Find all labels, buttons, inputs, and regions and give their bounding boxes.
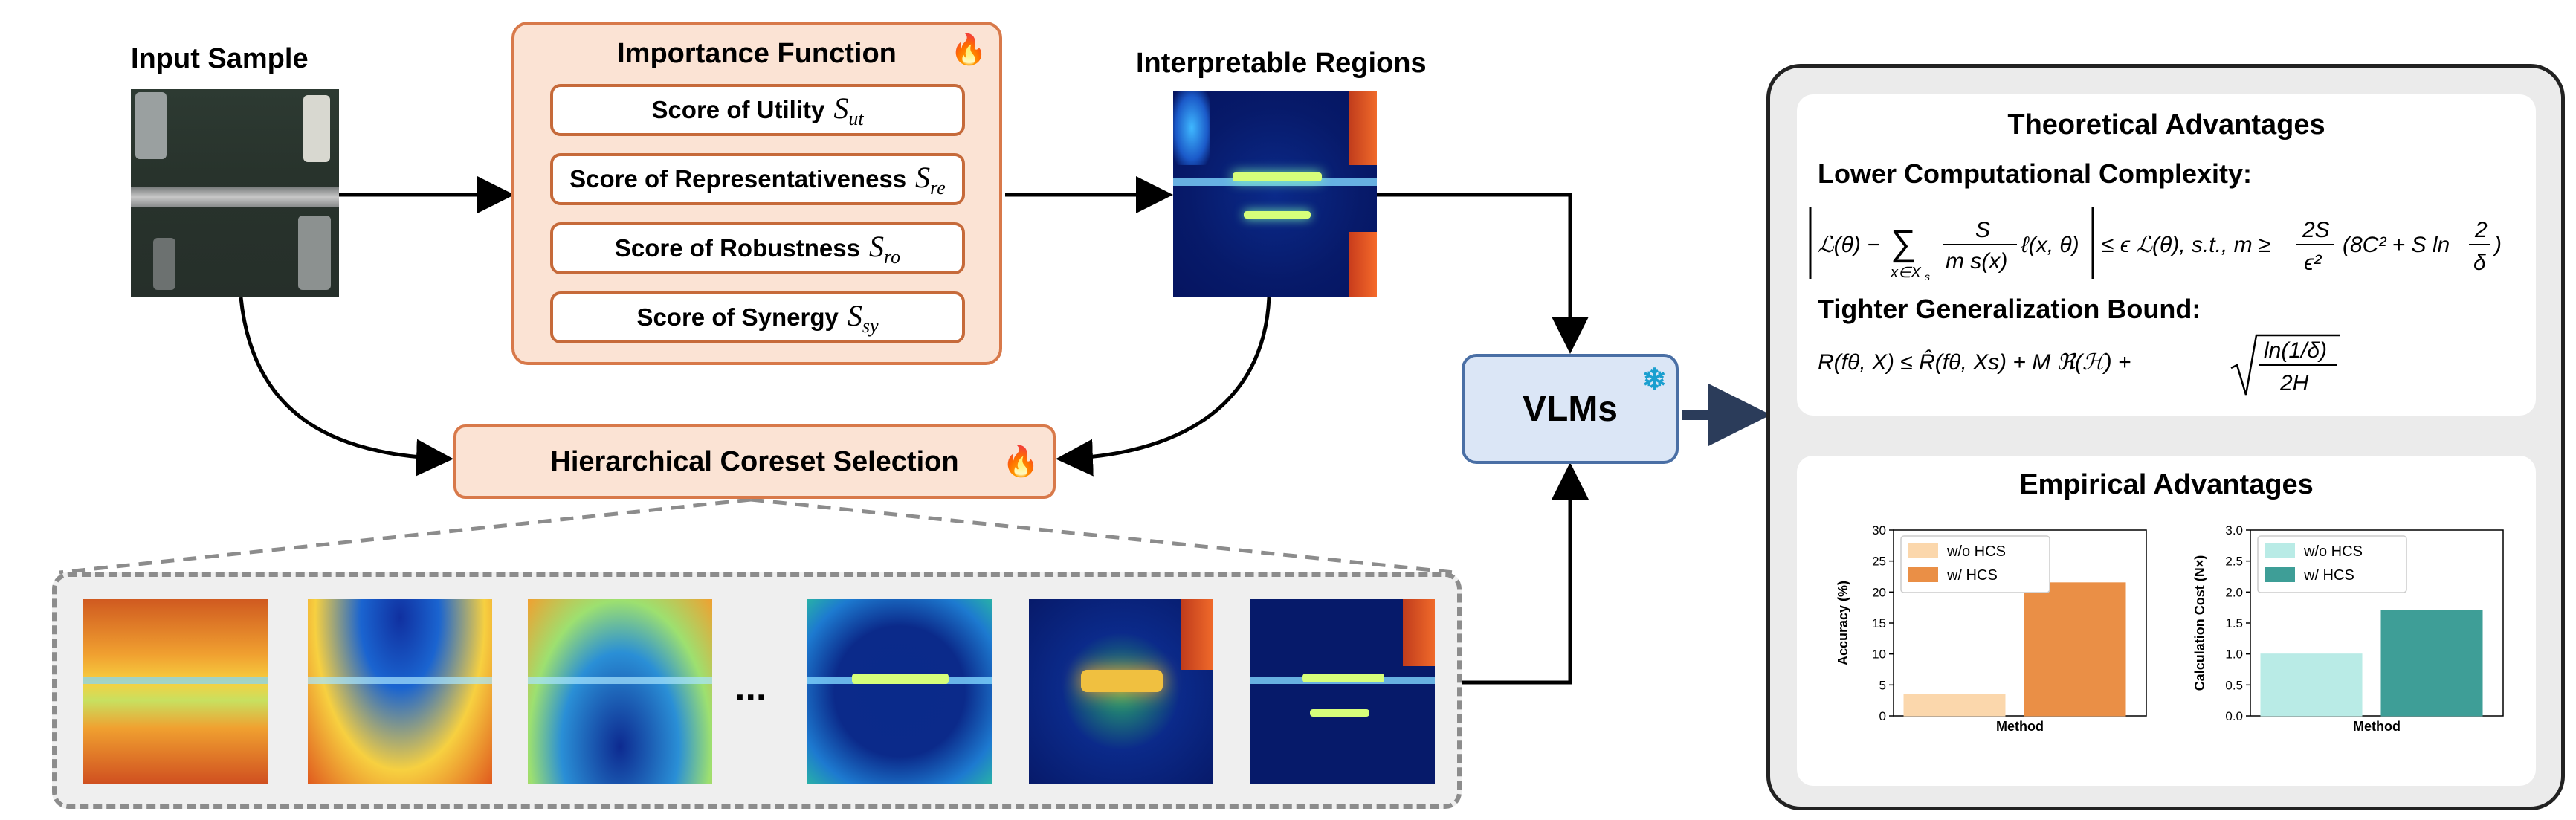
y-tick-label: 20 — [1872, 585, 1886, 599]
arrow-regions-to-hcs — [1056, 297, 1271, 477]
y-tick-label: 30 — [1872, 523, 1886, 537]
score-representativeness: Score of Representativeness Sre — [550, 153, 965, 205]
y-tick-label: 2.0 — [2225, 585, 2243, 599]
svg-text:m s(x): m s(x) — [1946, 249, 2007, 274]
fire-icon: 🔥 — [1002, 445, 1039, 478]
bar-with-hcs — [2380, 610, 2483, 717]
zoom-line-left — [59, 497, 752, 575]
ellipsis: ... — [735, 666, 767, 709]
zoom-line-right — [750, 497, 1455, 575]
svg-text:ℓ(x, θ): ℓ(x, θ) — [2021, 233, 2079, 257]
fire-icon: 🔥 — [950, 33, 987, 66]
importance-function-title: Importance Function — [617, 38, 897, 69]
legend-label: w/o HCS — [1946, 543, 2006, 560]
input-sample-image — [131, 89, 339, 297]
svg-text:≤ ϵ ℒ(θ), s.t., m ≥: ≤ ϵ ℒ(θ), s.t., m ≥ — [2102, 233, 2270, 257]
svg-text:ln(1/δ): ln(1/δ) — [2264, 338, 2327, 363]
svg-text:2: 2 — [2474, 218, 2488, 242]
y-tick-label: 2.5 — [2225, 555, 2243, 569]
svg-text:δ: δ — [2473, 251, 2486, 275]
y-tick-label: 3.0 — [2225, 523, 2243, 537]
y-tick-label: 5 — [1879, 678, 1886, 692]
svg-text:2H: 2H — [2279, 371, 2309, 396]
score-synergy: Score of Synergy Ssy — [550, 291, 965, 343]
snowflake-icon: ❄ — [1642, 364, 1667, 396]
legend-swatch — [2265, 543, 2295, 558]
arrow-regions-to-vlms — [1348, 193, 1589, 354]
complexity-equation: ℒ(θ) − ∑ x∈X s S m s(x) ℓ(x, θ) ≤ ϵ ℒ(θ)… — [1809, 207, 2502, 283]
bar-with-hcs — [2024, 582, 2126, 717]
svg-text:S: S — [1975, 218, 1990, 242]
heatmap-step-3 — [528, 599, 712, 784]
y-tick-label: 0.0 — [2225, 709, 2243, 723]
svg-text:(8C² + S ln: (8C² + S ln — [2343, 233, 2450, 257]
vlms-box: VLMs ❄ — [1462, 354, 1679, 464]
interpretable-regions-image — [1173, 91, 1377, 297]
generalization-heading: Tighter Generalization Bound: — [1818, 294, 2201, 324]
generalization-equation: R(fθ, X) ≤ R̂(fθ, Xs) + M ℜ(ℋ) + ln(1/δ)… — [1818, 334, 2340, 396]
advantages-panel: Theoretical Advantages Lower Computation… — [1766, 64, 2565, 810]
svg-text:ℒ(θ) −: ℒ(θ) − — [1818, 233, 1880, 257]
legend: w/o HCS w/ HCS — [2257, 535, 2407, 593]
y-tick-label: 10 — [1872, 648, 1886, 662]
legend: w/o HCS w/ HCS — [1900, 535, 2050, 593]
y-tick-label: 25 — [1872, 555, 1886, 569]
legend-swatch — [1908, 567, 1938, 582]
svg-text:): ) — [2492, 233, 2502, 257]
legend-swatch — [1908, 543, 1938, 558]
y-tick-label: 1.5 — [2225, 616, 2243, 630]
bar-without-hcs — [1903, 694, 2006, 717]
y-tick-label: 1.0 — [2225, 648, 2243, 662]
theoretical-advantages-title: Theoretical Advantages — [2007, 109, 2325, 141]
arrow-sequence-to-vlms — [1439, 462, 1589, 685]
y-axis-label: Accuracy (%) — [1836, 581, 1850, 665]
bar-without-hcs — [2260, 653, 2363, 717]
legend-label: w/ HCS — [1946, 567, 1998, 584]
x-axis-label: Method — [2353, 719, 2401, 734]
empirical-advantages-title: Empirical Advantages — [2019, 469, 2314, 500]
svg-text:2S: 2S — [2302, 218, 2330, 242]
score-robustness: Score of Robustness Sro — [550, 222, 965, 274]
legend-label: w/ HCS — [2303, 567, 2354, 584]
hierarchical-coreset-selection-box: Hierarchical Coreset Selection 🔥 — [453, 424, 1056, 499]
x-axis-label: Method — [1996, 719, 2044, 734]
heatmap-step-6 — [1250, 599, 1435, 784]
complexity-heading: Lower Computational Complexity: — [1818, 158, 2253, 189]
y-tick-label: 15 — [1872, 616, 1886, 630]
heatmap-step-2 — [308, 599, 492, 784]
score-representativeness-label: Score of Representativeness — [569, 165, 907, 193]
svg-text:s: s — [1925, 271, 1930, 283]
y-axis-label: Calculation Cost (N×) — [2192, 555, 2207, 691]
svg-text:ϵ²: ϵ² — [2304, 251, 2322, 275]
vlms-label: VLMs — [1522, 389, 1618, 429]
interpretable-regions-title: Interpretable Regions — [1136, 48, 1427, 79]
svg-text:R(fθ, X) ≤ R̂(fθ, Xs) + M ℜ(ℋ): R(fθ, X) ≤ R̂(fθ, Xs) + M ℜ(ℋ) + — [1818, 350, 2131, 375]
svg-text:x∈X: x∈X — [1890, 265, 1921, 281]
score-utility-label: Score of Utility — [651, 96, 825, 123]
svg-text:∑: ∑ — [1891, 224, 1916, 263]
hierarchical-coreset-title: Hierarchical Coreset Selection — [550, 445, 959, 477]
legend-swatch — [2265, 567, 2295, 582]
score-synergy-label: Score of Synergy — [636, 303, 839, 331]
input-sample-title: Input Sample — [131, 43, 309, 74]
legend-label: w/o HCS — [2303, 543, 2363, 560]
score-utility: Score of Utility Sut — [550, 84, 965, 136]
y-tick-label: 0 — [1879, 709, 1886, 723]
coreset-sequence-box — [52, 572, 1462, 809]
heatmap-step-5 — [1029, 599, 1213, 784]
arrow-input-to-hcs — [239, 297, 453, 477]
importance-function-box: Importance Function 🔥 Score of Utility S… — [511, 22, 1002, 365]
heatmap-step-1 — [83, 599, 268, 784]
heatmap-step-4 — [807, 599, 992, 784]
theoretical-advantages-panel: Theoretical Advantages Lower Computation… — [1797, 94, 2536, 416]
y-tick-label: 0.5 — [2225, 678, 2243, 692]
score-robustness-label: Score of Robustness — [614, 234, 860, 262]
